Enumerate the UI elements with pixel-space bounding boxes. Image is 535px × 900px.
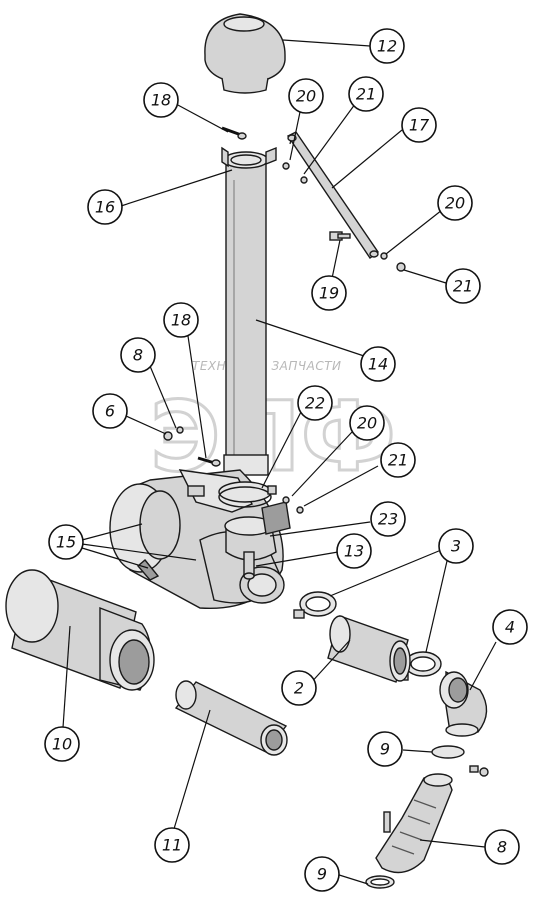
callout-20-top: 20 bbox=[288, 78, 324, 114]
part-18-bolt-top bbox=[221, 126, 247, 140]
svg-text:23: 23 bbox=[378, 510, 398, 529]
callout-21-top: 21 bbox=[348, 76, 384, 112]
svg-text:20: 20 bbox=[445, 194, 465, 213]
svg-text:17: 17 bbox=[409, 116, 430, 135]
callout-8-bottom: 8 bbox=[484, 829, 520, 865]
leader-lines bbox=[61, 39, 497, 885]
part-23-elbow bbox=[224, 496, 304, 561]
part-17-bracket bbox=[286, 131, 379, 260]
svg-text:8: 8 bbox=[497, 838, 507, 857]
callout-2: 2 bbox=[281, 670, 317, 706]
svg-text:2: 2 bbox=[294, 679, 304, 698]
callout-18-top: 18 bbox=[143, 82, 179, 118]
callout-17: 17 bbox=[401, 107, 437, 143]
svg-text:6: 6 bbox=[105, 402, 115, 421]
svg-text:22: 22 bbox=[305, 394, 325, 413]
callout-3: 3 bbox=[438, 528, 474, 564]
callout-13: 13 bbox=[336, 533, 372, 569]
callout-19: 19 bbox=[311, 275, 347, 311]
callout-6: 6 bbox=[92, 393, 128, 429]
svg-text:20: 20 bbox=[296, 87, 316, 106]
svg-text:9: 9 bbox=[380, 740, 390, 759]
svg-text:3: 3 bbox=[451, 537, 461, 556]
part-19-bolt bbox=[329, 231, 351, 241]
callouts: 12 18 20 21 17 16 20 21 19 18 8 14 6 22 … bbox=[44, 28, 528, 892]
part-22-clamp bbox=[218, 481, 277, 508]
svg-text:8: 8 bbox=[133, 346, 143, 365]
svg-text:21: 21 bbox=[388, 451, 408, 470]
callout-15: 15 bbox=[48, 524, 84, 560]
callout-8-mid: 8 bbox=[120, 337, 156, 373]
svg-text:10: 10 bbox=[52, 735, 72, 754]
watermark-text: ТЕХНИКА И ЗАПЧАСТИ bbox=[192, 359, 342, 373]
callout-4: 4 bbox=[492, 609, 528, 645]
svg-text:9: 9 bbox=[317, 865, 327, 884]
svg-text:21: 21 bbox=[453, 277, 473, 296]
part-11-sleeve bbox=[174, 680, 288, 756]
svg-text:11: 11 bbox=[162, 836, 182, 855]
callout-21-mid: 21 bbox=[380, 442, 416, 478]
callout-9-top: 9 bbox=[367, 731, 403, 767]
svg-text:15: 15 bbox=[56, 533, 76, 552]
callout-23: 23 bbox=[370, 501, 406, 537]
callout-20-right: 20 bbox=[437, 185, 473, 221]
callout-11: 11 bbox=[154, 827, 190, 863]
svg-text:20: 20 bbox=[357, 414, 377, 433]
part-9-clamp-bottom bbox=[365, 875, 395, 889]
svg-text:19: 19 bbox=[319, 284, 339, 303]
callout-21-right: 21 bbox=[445, 268, 481, 304]
svg-text:21: 21 bbox=[356, 85, 376, 104]
part-10-large-hose bbox=[5, 569, 155, 691]
svg-text:18: 18 bbox=[151, 91, 171, 110]
callout-20-mid: 20 bbox=[349, 405, 385, 441]
part-2-pipe bbox=[327, 615, 411, 683]
hardware-mid-left bbox=[163, 426, 221, 467]
callout-22: 22 bbox=[297, 385, 333, 421]
part-13-sensor bbox=[243, 551, 255, 580]
callout-12: 12 bbox=[369, 28, 405, 64]
svg-text:12: 12 bbox=[377, 37, 397, 56]
part-4-elbow bbox=[439, 670, 488, 737]
part-8-flexible-hose bbox=[375, 773, 453, 874]
svg-text:18: 18 bbox=[171, 311, 191, 330]
callout-18-mid: 18 bbox=[163, 302, 199, 338]
callout-16: 16 bbox=[87, 189, 123, 225]
callout-9-bottom: 9 bbox=[304, 856, 340, 892]
callout-14: 14 bbox=[360, 346, 396, 382]
part-12-cap bbox=[204, 13, 286, 94]
hardware-top-right bbox=[282, 162, 406, 272]
part-9-clamp-top bbox=[431, 745, 489, 777]
svg-text:14: 14 bbox=[368, 355, 388, 374]
svg-text:4: 4 bbox=[505, 618, 515, 637]
svg-text:13: 13 bbox=[344, 542, 364, 561]
svg-text:16: 16 bbox=[95, 198, 115, 217]
callout-10: 10 bbox=[44, 726, 80, 762]
